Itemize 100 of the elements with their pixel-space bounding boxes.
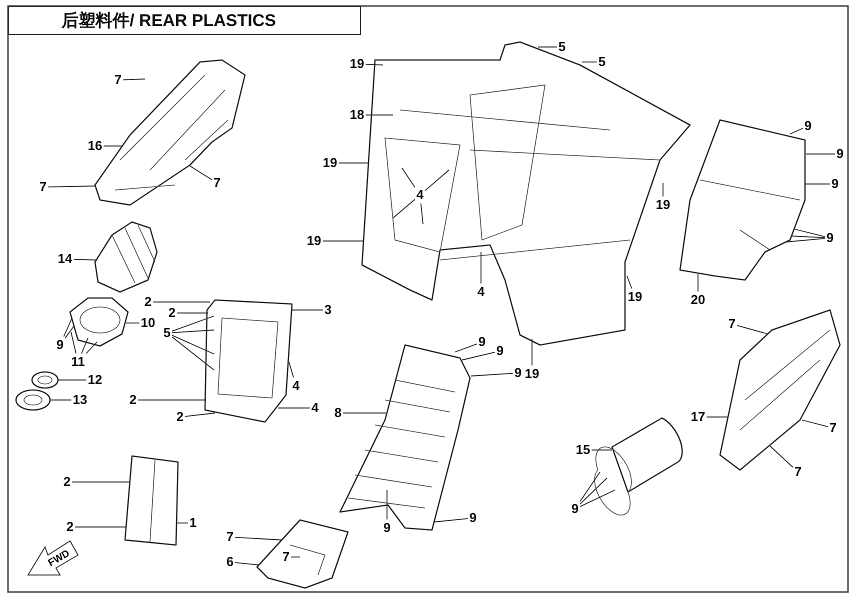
leader-line (790, 236, 826, 238)
callout-number: 19 (306, 234, 322, 248)
callout-number: 4 (292, 379, 300, 393)
callout-number: 19 (656, 198, 670, 212)
callout-number: 19 (350, 57, 364, 71)
leader-line (626, 276, 632, 289)
callout-number: 5 (598, 55, 606, 69)
leader-line (736, 324, 768, 334)
panel-drawing (204, 299, 293, 423)
leader-line (580, 478, 608, 504)
callout-number: 2 (129, 393, 137, 407)
callout-number: 3 (324, 303, 332, 317)
leader-line (342, 412, 386, 414)
callout-number: 19 (628, 290, 642, 304)
leader-line (365, 64, 384, 66)
callout-number: 19 (524, 367, 540, 381)
leader-line (73, 258, 96, 260)
leader-line (63, 318, 72, 337)
leader-line (86, 342, 98, 354)
leader-line (126, 322, 140, 324)
cone-drawing (94, 221, 158, 293)
callout-number: 7 (39, 180, 47, 194)
leader-line (234, 562, 260, 566)
callout-number: 14 (58, 252, 72, 266)
leader-line (662, 182, 664, 197)
leader-line (580, 490, 616, 508)
leader-line (64, 326, 74, 338)
direction-label: FWD (46, 548, 72, 570)
callout-number: 13 (72, 393, 88, 407)
callout-number: 11 (71, 355, 85, 369)
callout-number: 7 (829, 421, 837, 435)
leader-line (470, 372, 514, 376)
callout-number: 2 (144, 295, 152, 309)
leader-line (184, 412, 216, 417)
leader-line (172, 330, 214, 334)
callout-number: 9 (831, 177, 839, 191)
leader-line (580, 472, 600, 502)
leader-line (172, 336, 214, 370)
callout-number: 9 (804, 119, 812, 133)
callout-number: 12 (88, 373, 102, 387)
leader-line (538, 46, 558, 48)
leader-line (48, 186, 96, 188)
leader-line (786, 238, 826, 242)
leader-line (802, 420, 828, 428)
callout-number: 9 (514, 366, 522, 380)
callout-number: 9 (496, 344, 504, 358)
leader-line (74, 526, 126, 528)
leader-line (70, 332, 76, 354)
callout-number: 7 (282, 550, 290, 564)
leader-line (172, 334, 214, 354)
leader-line (480, 252, 482, 284)
leader-line (770, 446, 794, 468)
ring-drawing (69, 297, 129, 347)
leader-line (176, 312, 208, 314)
callout-number: 6 (226, 555, 234, 569)
callout-number: 9 (836, 147, 844, 161)
callout-number: 8 (334, 406, 342, 420)
leader-line (288, 362, 294, 378)
callout-number: 7 (728, 317, 736, 331)
leader-line (790, 128, 804, 134)
leader-line (176, 522, 188, 524)
callout-number: 2 (63, 475, 71, 489)
leader-line (365, 114, 394, 116)
leader-line (434, 518, 468, 522)
callout-number: 9 (56, 338, 64, 352)
leader-line (338, 162, 370, 164)
callout-number: 17 (690, 410, 706, 424)
leader-line (420, 203, 424, 224)
callout-number: 7 (794, 465, 802, 479)
callout-number: 5 (558, 40, 566, 54)
callout-number: 9 (826, 231, 834, 245)
callout-number: 19 (322, 156, 338, 170)
callout-number: 10 (140, 316, 156, 330)
callout-number: 7 (213, 176, 221, 190)
callout-number: 15 (576, 443, 590, 457)
callout-number: 9 (469, 511, 477, 525)
callout-number: 2 (176, 410, 184, 424)
callout-number: 7 (226, 530, 234, 544)
callout-number: 16 (88, 139, 102, 153)
leader-line (392, 198, 416, 218)
callout-number: 18 (350, 108, 364, 122)
callout-number: 1 (189, 516, 197, 530)
leader-line (424, 170, 450, 192)
callout-number: 9 (571, 502, 579, 516)
callout-number: 4 (477, 285, 485, 299)
callout-number: 4 (311, 401, 319, 415)
cover-drawing (124, 455, 179, 546)
callout-number: 7 (114, 73, 122, 87)
washer-drawing (15, 389, 51, 411)
leader-line (322, 240, 364, 242)
callout-number: 4 (416, 188, 424, 202)
callout-number: 5 (163, 326, 171, 340)
callout-number: 2 (66, 520, 74, 534)
leader-line (172, 316, 214, 332)
leader-line (402, 168, 416, 188)
tube-drawing (594, 417, 683, 516)
leader-line (81, 338, 88, 354)
leader-line (290, 556, 300, 558)
leader-line (706, 416, 728, 418)
leader-line (190, 166, 212, 180)
